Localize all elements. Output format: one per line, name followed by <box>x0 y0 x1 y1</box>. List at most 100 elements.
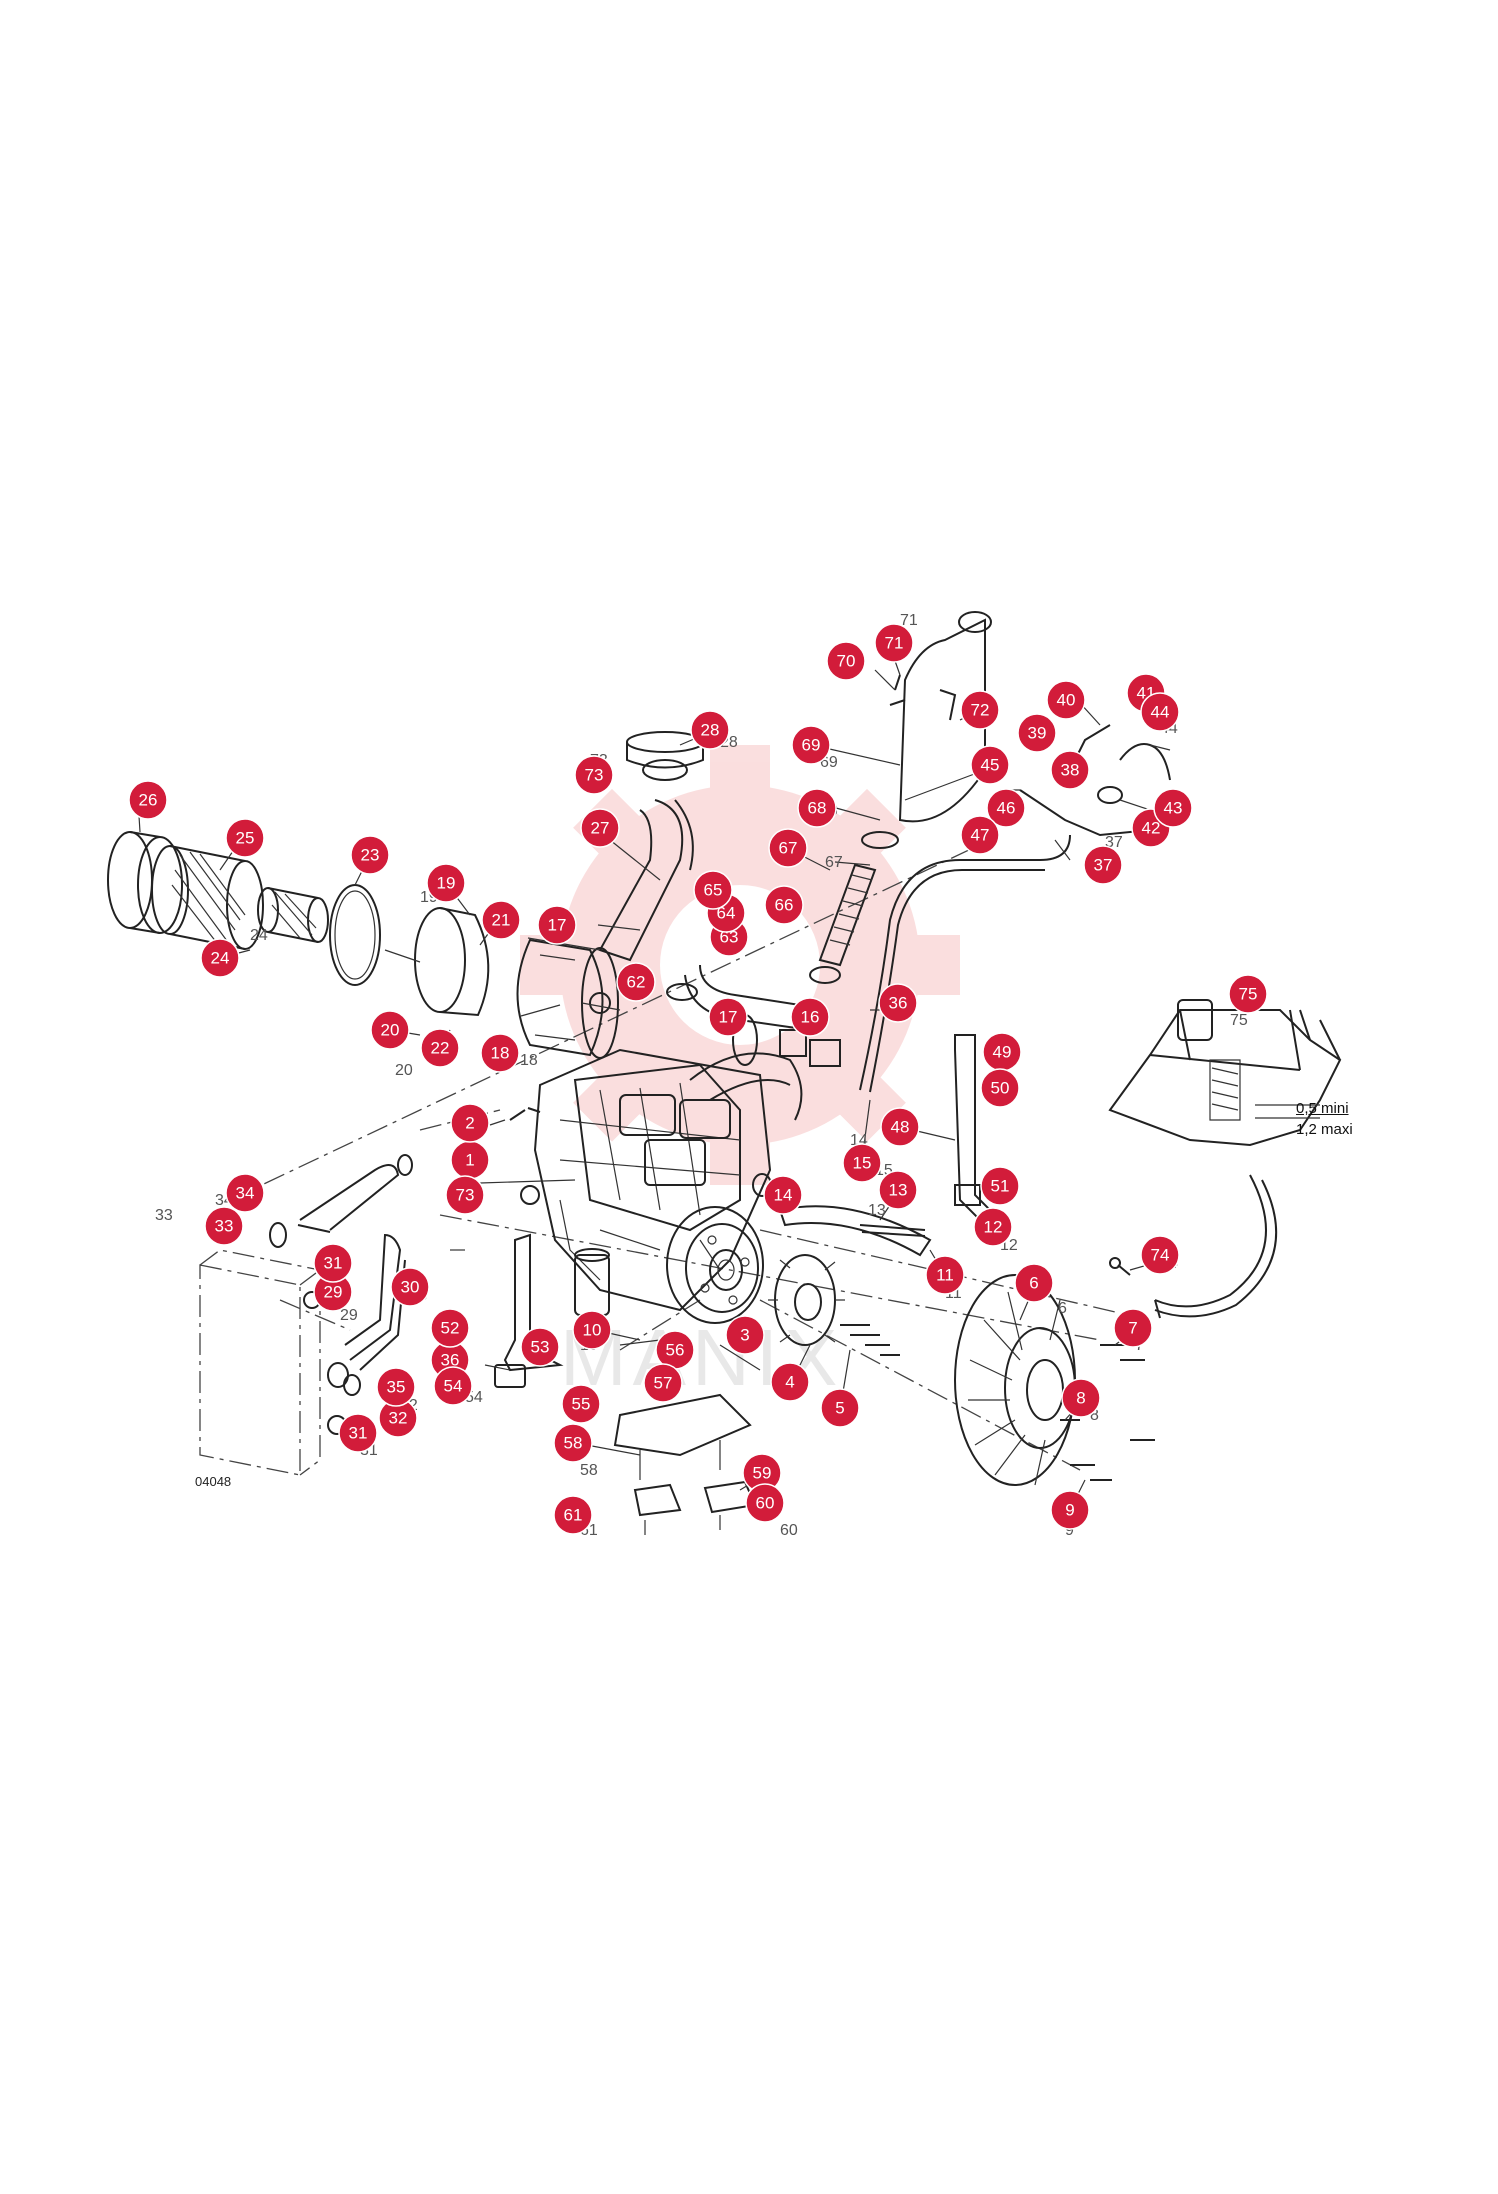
callout-11[interactable]: 11 <box>925 1255 965 1295</box>
callout-73-upper[interactable]: 73 <box>574 755 614 795</box>
callout-69[interactable]: 69 <box>791 725 831 765</box>
callout-38[interactable]: 38 <box>1050 750 1090 790</box>
svg-text:61: 61 <box>564 1506 583 1525</box>
callout-8[interactable]: 8 <box>1061 1378 1101 1418</box>
svg-text:31: 31 <box>324 1254 343 1273</box>
callout-44[interactable]: 44 <box>1140 692 1180 732</box>
callout-10[interactable]: 10 <box>572 1310 612 1350</box>
callout-50[interactable]: 50 <box>980 1068 1020 1108</box>
callout-60[interactable]: 60 <box>745 1483 785 1523</box>
callout-59[interactable]: 59 <box>742 1453 782 1493</box>
svg-text:44: 44 <box>1151 703 1170 722</box>
callout-17-lower[interactable]: 17 <box>708 997 748 1037</box>
callout-20[interactable]: 20 <box>370 1010 410 1050</box>
svg-text:17: 17 <box>719 1008 738 1027</box>
callout-55[interactable]: 55 <box>561 1384 601 1424</box>
svg-text:60: 60 <box>780 1522 798 1539</box>
svg-text:40: 40 <box>1057 691 1076 710</box>
callout-12[interactable]: 12 <box>973 1207 1013 1247</box>
callout-21[interactable]: 21 <box>481 900 521 940</box>
callout-23[interactable]: 23 <box>350 835 390 875</box>
callout-47[interactable]: 47 <box>960 815 1000 855</box>
svg-text:60: 60 <box>756 1494 775 1513</box>
svg-text:34: 34 <box>236 1184 255 1203</box>
callout-57[interactable]: 57 <box>643 1363 683 1403</box>
callout-67[interactable]: 67 <box>768 828 808 868</box>
callout-34[interactable]: 34 <box>225 1173 265 1213</box>
callout-28[interactable]: 28 <box>690 710 730 750</box>
callout-75[interactable]: 75 <box>1228 974 1268 1014</box>
callout-2[interactable]: 2 <box>450 1103 490 1143</box>
callout-46[interactable]: 46 <box>986 788 1026 828</box>
callout-52[interactable]: 52 <box>430 1308 470 1348</box>
svg-text:24: 24 <box>250 927 268 944</box>
callout-15[interactable]: 15 <box>842 1143 882 1183</box>
svg-text:53: 53 <box>531 1338 550 1357</box>
muffler <box>898 611 992 823</box>
callout-33[interactable]: 33 <box>204 1206 244 1246</box>
svg-text:26: 26 <box>139 791 158 810</box>
callout-61[interactable]: 61 <box>553 1495 593 1535</box>
callout-27[interactable]: 27 <box>580 808 620 848</box>
callout-66[interactable]: 66 <box>764 885 804 925</box>
callout-73-lower[interactable]: 73 <box>445 1175 485 1215</box>
svg-text:70: 70 <box>837 652 856 671</box>
svg-text:46: 46 <box>997 799 1016 818</box>
air-filter-element <box>151 845 264 950</box>
callout-14[interactable]: 14 <box>763 1175 803 1215</box>
callout-9[interactable]: 9 <box>1050 1490 1090 1530</box>
callout-1[interactable]: 1 <box>450 1140 490 1180</box>
svg-text:20: 20 <box>395 1062 413 1079</box>
svg-text:57: 57 <box>654 1374 673 1393</box>
callout-54[interactable]: 54 <box>433 1366 473 1406</box>
callout-68[interactable]: 68 <box>797 788 837 828</box>
svg-text:65: 65 <box>704 881 723 900</box>
svg-text:51: 51 <box>991 1177 1010 1196</box>
callout-24[interactable]: 24 <box>200 938 240 978</box>
callout-53[interactable]: 53 <box>520 1327 560 1367</box>
callout-65[interactable]: 65 <box>693 870 733 910</box>
callout-37[interactable]: 37 <box>1083 845 1123 885</box>
callout-71[interactable]: 71 <box>874 623 914 663</box>
callout-58[interactable]: 58 <box>553 1423 593 1463</box>
callout-70[interactable]: 70 <box>826 641 866 681</box>
callout-19[interactable]: 19 <box>426 863 466 903</box>
svg-text:45: 45 <box>981 756 1000 775</box>
callout-5[interactable]: 5 <box>820 1388 860 1428</box>
svg-text:33: 33 <box>215 1217 234 1236</box>
callout-40[interactable]: 40 <box>1046 680 1086 720</box>
callout-45[interactable]: 45 <box>970 745 1010 785</box>
svg-text:20: 20 <box>381 1021 400 1040</box>
callout-43[interactable]: 43 <box>1153 788 1193 828</box>
callout-4[interactable]: 4 <box>770 1362 810 1402</box>
callout-48[interactable]: 48 <box>880 1107 920 1147</box>
callout-6[interactable]: 6 <box>1014 1263 1054 1303</box>
callout-3[interactable]: 3 <box>725 1315 765 1355</box>
callout-72[interactable]: 72 <box>960 690 1000 730</box>
svg-text:33: 33 <box>155 1207 173 1224</box>
callout-74[interactable]: 74 <box>1140 1235 1180 1275</box>
callout-7[interactable]: 7 <box>1113 1308 1153 1348</box>
callout-26[interactable]: 26 <box>128 780 168 820</box>
callout-62[interactable]: 62 <box>616 962 656 1002</box>
callout-51[interactable]: 51 <box>980 1166 1020 1206</box>
callout-16[interactable]: 16 <box>790 997 830 1037</box>
svg-text:1: 1 <box>465 1151 474 1170</box>
callout-31-lower[interactable]: 31 <box>338 1413 378 1453</box>
svg-text:48: 48 <box>891 1118 910 1137</box>
callout-25[interactable]: 25 <box>225 818 265 858</box>
callout-36-upper[interactable]: 36 <box>878 983 918 1023</box>
callout-32[interactable]: 32 <box>378 1398 418 1438</box>
svg-text:31: 31 <box>349 1424 368 1443</box>
svg-text:55: 55 <box>572 1395 591 1414</box>
callout-17-upper[interactable]: 17 <box>537 905 577 945</box>
callout-30[interactable]: 30 <box>390 1267 430 1307</box>
callout-13[interactable]: 13 <box>878 1170 918 1210</box>
callout-35[interactable]: 35 <box>376 1367 416 1407</box>
callout-18[interactable]: 18 <box>480 1033 520 1073</box>
callout-31-upper[interactable]: 31 <box>313 1243 353 1283</box>
callout-22[interactable]: 22 <box>420 1028 460 1068</box>
callout-39[interactable]: 39 <box>1017 713 1057 753</box>
svg-text:18: 18 <box>491 1044 510 1063</box>
callout-49[interactable]: 49 <box>982 1032 1022 1072</box>
